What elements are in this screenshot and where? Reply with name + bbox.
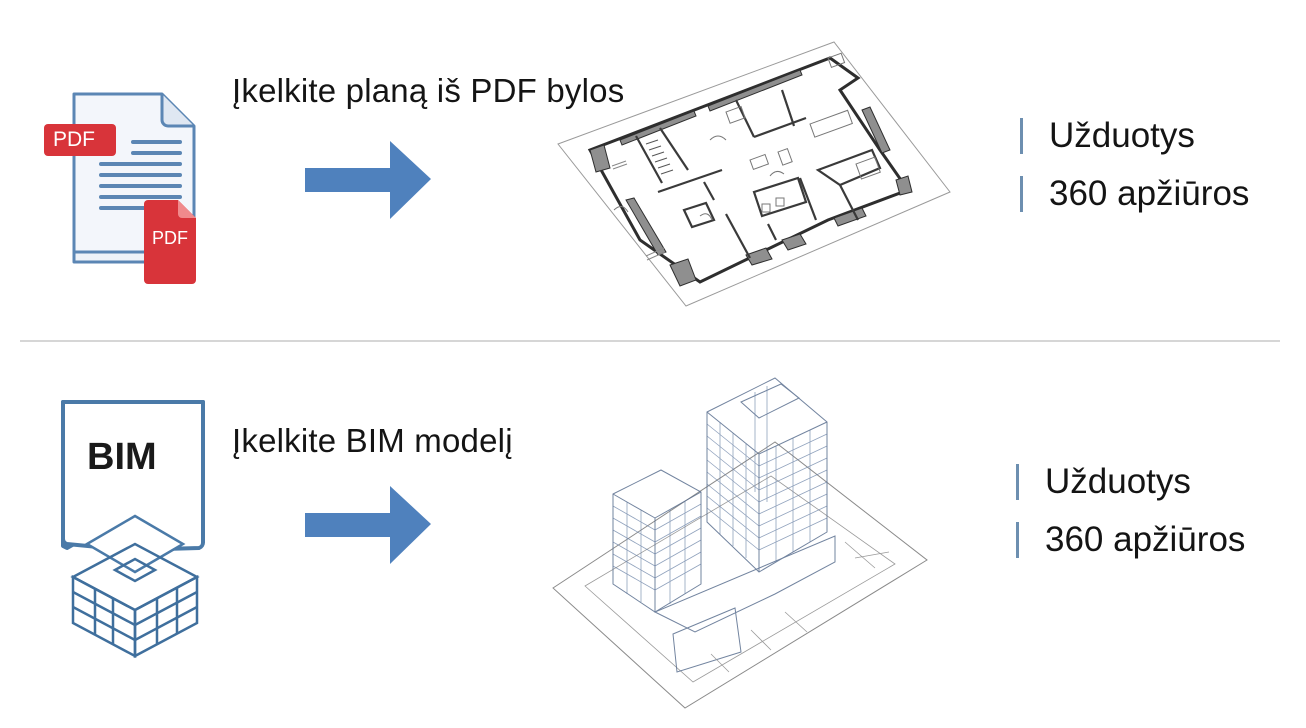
feature-360-views[interactable]: 360 apžiūros — [1020, 174, 1249, 214]
pdf-feature-list: Užduotys 360 apžiūros — [1020, 116, 1249, 214]
feature-360-views-label: 360 apžiūros — [1045, 520, 1246, 559]
bim-wireframe-preview[interactable] — [545, 372, 945, 712]
pdf-badge-top-label: PDF — [53, 128, 95, 151]
upload-bim-title: Įkelkite BIM modelį — [232, 422, 513, 459]
feature-tasks-label: Užduotys — [1045, 462, 1191, 501]
bim-model-icon: BIM — [55, 394, 205, 659]
feature-tasks[interactable]: Užduotys — [1020, 116, 1249, 156]
pdf-row: PDF PDF Įkelkite planą iš PDF bylos — [0, 0, 1306, 340]
feature-tasks-label: Užduotys — [1049, 116, 1195, 155]
section-divider — [20, 340, 1280, 342]
pdf-badge-bottom-label: PDF — [152, 228, 188, 248]
feature-bar — [1020, 176, 1023, 212]
right-arrow-icon — [305, 141, 433, 221]
bim-row: BIM Įkelkite BIM modelį — [0, 342, 1306, 728]
feature-tasks[interactable]: Užduotys — [1016, 462, 1245, 502]
feature-360-views[interactable]: 360 apžiūros — [1016, 520, 1245, 560]
feature-bar — [1016, 464, 1019, 500]
feature-bar — [1016, 522, 1019, 558]
bim-badge-label: BIM — [87, 436, 157, 478]
bim-feature-list: Užduotys 360 apžiūros — [1016, 462, 1245, 560]
feature-bar — [1020, 118, 1023, 154]
feature-360-views-label: 360 apžiūros — [1049, 174, 1250, 213]
upload-pdf-title: Įkelkite planą iš PDF bylos — [232, 72, 625, 109]
right-arrow-icon — [305, 486, 433, 566]
pdf-document-icon: PDF PDF — [40, 80, 205, 284]
floor-plan-preview[interactable] — [550, 40, 951, 320]
